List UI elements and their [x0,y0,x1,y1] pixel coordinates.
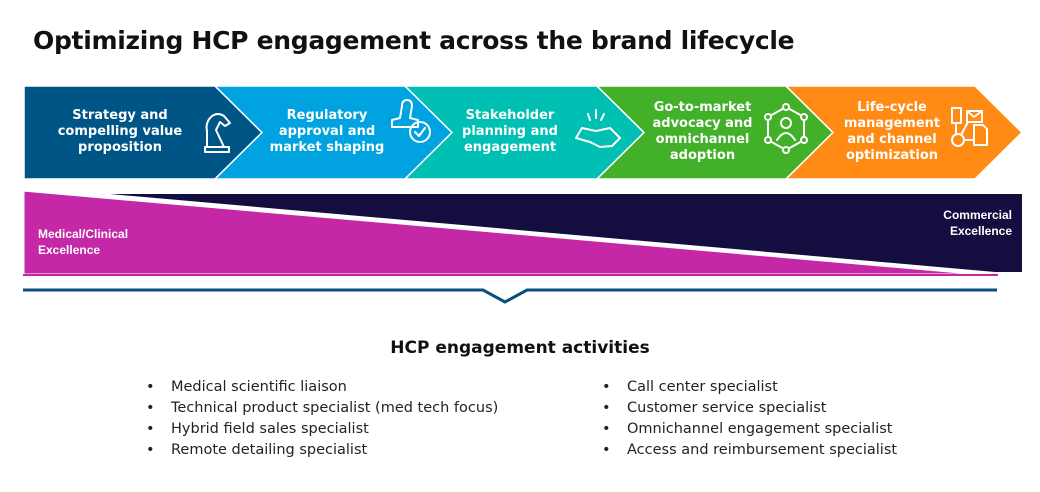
step-stakeholder: Stakeholder planning and engagement [462,108,558,155]
commercial-band [110,194,1022,272]
page-title: Optimizing HCP engagement across the bra… [33,26,795,55]
activities-list-right: Call center specialist Customer service … [602,377,897,461]
list-item: Access and reimbursement specialist [602,440,897,461]
step-life-cycle: Life-cycle management and channel optimi… [843,100,941,163]
commercial-band-label: Commercial Excellence [943,208,1012,238]
list-item: Hybrid field sales specialist [146,419,498,440]
step-strategy: Strategy and compelling value propositio… [57,108,183,155]
list-item: Technical product specialist (med tech f… [146,398,498,419]
activities-title: HCP engagement activities [390,338,650,358]
list-item: Call center specialist [602,377,897,398]
activities-list-left: Medical scientific liaison Technical pro… [146,377,498,461]
chess-knight-icon [204,113,231,153]
medical-band-label: Medical/Clinical Excellence [38,227,129,257]
channels-icon [951,107,988,147]
list-item: Omnichannel engagement specialist [602,419,897,440]
bracket-line [23,288,997,304]
list-item: Medical scientific liaison [146,377,498,398]
step-go-to-market: Go-to-market advocacy and omnichannel ad… [652,100,753,163]
step-regulatory: Regulatory approval and market shaping [269,108,385,155]
list-item: Customer service specialist [602,398,897,419]
list-item: Remote detailing specialist [146,440,498,461]
chevron-step-5 [784,85,1024,180]
handshake-icon [575,109,621,148]
lifecycle-diagram [21,85,1024,304]
stamp-check-icon [391,99,431,143]
network-person-icon [764,103,808,154]
